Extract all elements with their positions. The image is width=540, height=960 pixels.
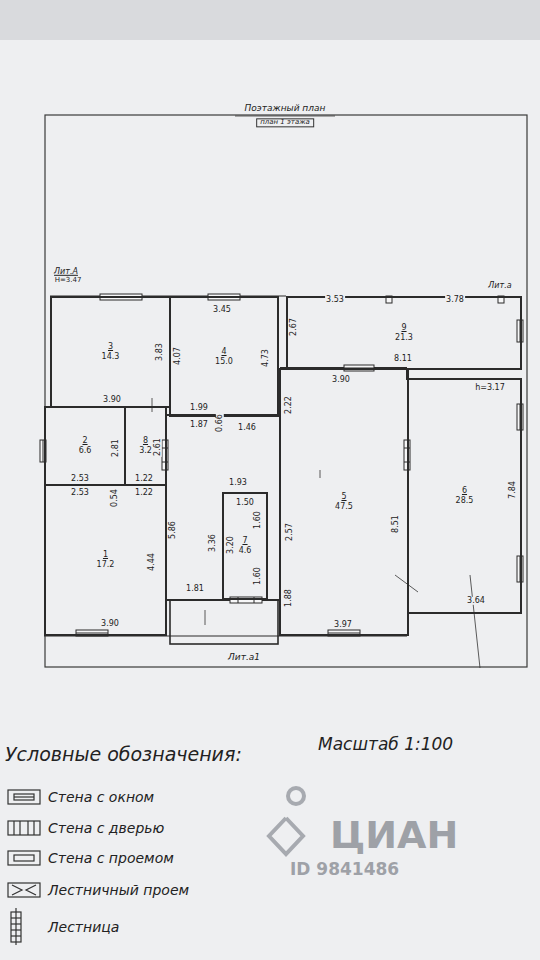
dimension: 1.60 [254,566,262,586]
dimension: 0.66 [216,413,224,433]
dimension: 1.60 [254,510,262,530]
plan-label: план 1 этажа [256,118,314,127]
legend-entry: Лестничный проем [48,882,189,898]
room-number: 7 [242,536,247,546]
room-area: 6.6 [79,446,92,456]
room-area: 3.2 [139,446,152,456]
dimension: 1.22 [134,475,154,483]
legend-entry: Стена с окном [48,789,154,805]
dimension: 7.84 [509,480,517,500]
dimension: 3.20 [227,535,235,555]
plan-label: Условные обозначения: [5,745,242,765]
room-number: 2 [82,436,87,446]
dimension: 2.22 [285,395,293,415]
dimension: 2.57 [286,522,294,542]
plan-label: Лит.а [488,282,511,290]
dimension: 8.51 [392,514,400,534]
room-area: 47.5 [335,502,353,512]
dimension: 4.07 [174,346,182,366]
room-number: 9 [401,323,406,333]
dimension: 3.90 [102,396,122,404]
room-number: 3 [108,342,113,352]
dimension: 0.54 [111,488,119,508]
sheet-frame [45,115,527,667]
plan-title: Поэтажный план [243,104,328,113]
watermark: ID 9841486 [290,861,399,879]
dimension: 3.90 [100,620,120,628]
dimension: 1.46 [237,424,257,432]
room: 314.3 [50,296,171,408]
watermark: ЦИАН [330,816,458,856]
dimension: 2.53 [70,489,90,497]
legend-entry: Стена с проемом [48,850,174,866]
plan-label: Н=3.47 [55,277,82,284]
paper [0,40,540,960]
room-area: 14.3 [102,352,120,362]
dimension: 3.53 [325,296,345,304]
dimension: 3.83 [156,342,164,362]
room-area: 15.0 [215,357,233,367]
room-area: 28.5 [456,496,474,506]
room-number: 6 [462,486,467,496]
dimension: 2.67 [290,317,298,337]
plan-label: Лит.А [54,268,78,276]
paper-edge [0,0,540,40]
dimension: 3.78 [445,296,465,304]
dimension: 3.64 [466,597,486,605]
porch-outline [170,600,278,644]
dimension: 3.36 [209,533,217,553]
dimension: 1.50 [235,499,255,507]
room-area: 17.2 [97,560,115,570]
dimension: 2.61 [154,437,162,457]
doors [162,440,410,603]
dimension: 1.88 [285,588,293,608]
dimension: 3.97 [333,621,353,629]
dimension: 1.81 [185,585,205,593]
dimension: 1.99 [189,404,209,412]
dimension: 5.86 [169,520,177,540]
dimension: 3.45 [212,306,232,314]
room-number: 5 [341,492,346,502]
dimension: 8.11 [393,355,413,363]
room: 628.5 [407,378,522,614]
watermark-logo [269,788,304,854]
dimension: 1.93 [228,479,248,487]
legend-entry: Лестница [48,919,119,935]
windows [40,294,523,636]
room: 547.5 [279,368,409,636]
room-area: 21.3 [395,333,413,343]
dimension: 1.87 [189,421,209,429]
dimension: 4.73 [262,348,270,368]
dimension: 1.22 [134,489,154,497]
legend-symbols [8,790,40,945]
dimension: 3.90 [331,376,351,384]
dimension: 2.53 [70,475,90,483]
leader-lines [152,398,480,668]
dimension: 2.81 [112,438,120,458]
room-area: 4.6 [239,546,252,556]
plan-label: h=3.17 [475,384,505,392]
dimension: 4.44 [148,552,156,572]
legend-entry: Стена с дверью [48,820,164,836]
room-number: 1 [103,550,108,560]
plan-label: Лит.а1 [228,653,260,662]
room-number: 4 [221,347,226,357]
plan-label: Масштаб 1:100 [318,736,453,754]
room-number: 8 [143,436,148,446]
title-underline [235,116,335,117]
